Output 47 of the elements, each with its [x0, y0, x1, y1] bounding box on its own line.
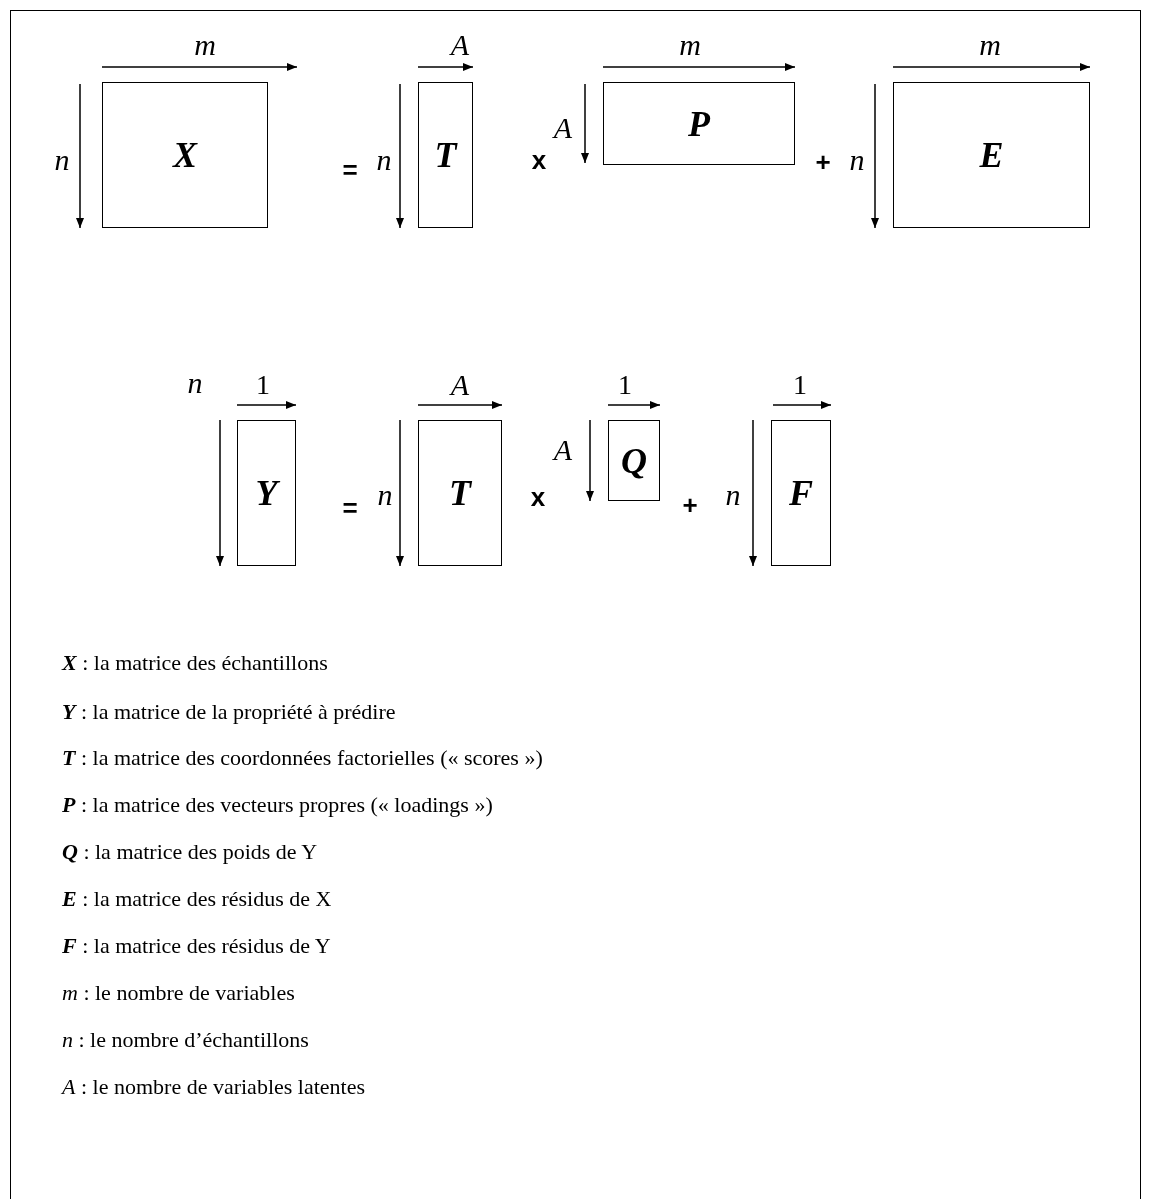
dimension-label: m — [194, 28, 216, 62]
dimension-label: A — [450, 28, 470, 62]
matrix-box — [893, 82, 1090, 228]
definition-text: F : la matrice des résidus de Y — [62, 933, 331, 959]
dimension-label: 1 — [793, 369, 807, 401]
definition-text: Q : la matrice des poids de Y — [62, 839, 318, 865]
matrix-box — [418, 420, 502, 566]
dimension-label: m — [979, 28, 1001, 62]
dimension-label: n — [725, 478, 741, 512]
operator-sign: + — [815, 146, 831, 178]
operator-sign: x — [531, 144, 547, 176]
definition-text: Y : la matrice de la propriété à prédire — [62, 699, 396, 725]
definition-text: m : le nombre de variables — [62, 980, 295, 1006]
matrix-box — [418, 82, 473, 228]
matrix-symbol: P — [688, 102, 710, 145]
matrix-symbol: F — [789, 472, 813, 514]
dimension-label: A — [450, 368, 470, 402]
dimension-label: A — [553, 433, 573, 467]
operator-sign: = — [342, 154, 358, 186]
definition-text: E : la matrice des résidus de X — [62, 886, 332, 912]
definition-text: X : la matrice des échantillons — [62, 650, 328, 676]
dimension-label: n — [849, 143, 865, 177]
matrix-symbol: Q — [621, 439, 647, 482]
definition-text: A : le nombre de variables latentes — [62, 1074, 365, 1100]
dimension-label: A — [553, 111, 573, 145]
operator-sign: = — [342, 492, 358, 524]
matrix-symbol: T — [434, 134, 457, 176]
dimension-label: m — [679, 28, 701, 62]
dimension-label: 1 — [256, 369, 270, 401]
dimension-label: 1 — [618, 369, 632, 401]
matrix-box — [603, 82, 795, 165]
dimension-label: n — [377, 478, 393, 512]
definition-text: n : le nombre d’échantillons — [62, 1027, 309, 1053]
matrix-box — [608, 420, 660, 501]
matrix-symbol: X — [173, 134, 197, 176]
dimension-label: n — [187, 366, 203, 400]
matrix-box — [237, 420, 296, 566]
dimension-label: n — [54, 143, 70, 177]
matrix-symbol: T — [449, 472, 471, 514]
definition-text: T : la matrice des coordonnées factorielles (« scores ») — [62, 745, 543, 771]
dimension-label: n — [376, 143, 392, 177]
definition-text: P : la matrice des vecteurs propres (« loadings ») — [62, 792, 493, 818]
matrix-box — [102, 82, 268, 228]
matrix-symbol: E — [979, 134, 1004, 176]
matrix-box — [771, 420, 831, 566]
operator-sign: + — [682, 489, 698, 521]
operator-sign: x — [530, 481, 546, 513]
